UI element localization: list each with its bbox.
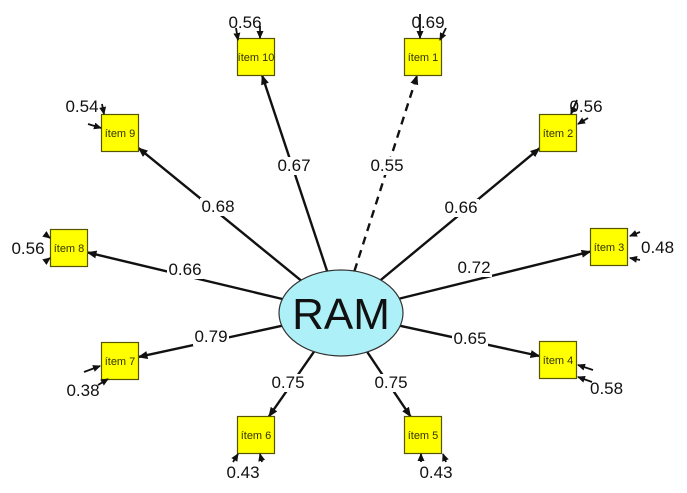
latent-node: RAM	[278, 269, 404, 357]
item-node: ítem 10 0.56	[228, 13, 276, 77]
loading-label-group: 0.75	[270, 373, 306, 392]
loading-label-bg	[193, 328, 229, 346]
loading-value: 0.68	[201, 197, 234, 216]
item-box	[236, 37, 276, 77]
item-node: ítem 7 0.38	[66, 341, 140, 400]
loading-value: 0.72	[457, 258, 490, 277]
item-box	[589, 227, 629, 267]
item-box	[538, 340, 578, 380]
loading-label-bg	[276, 157, 312, 175]
item-box	[236, 415, 276, 455]
loading-value: 0.66	[168, 260, 201, 279]
error-variance: 0.43	[419, 463, 452, 482]
item-node: ítem 9 0.54	[65, 97, 140, 153]
item-node: ítem 5 0.43	[403, 415, 453, 482]
error-arrow	[97, 378, 109, 386]
error-arrow	[577, 376, 593, 383]
error-variance: 0.56	[569, 97, 602, 116]
error-arrow	[87, 122, 102, 130]
loading-value: 0.75	[271, 373, 304, 392]
loading-label-bg	[167, 261, 203, 279]
item-label: ítem 3	[594, 242, 625, 254]
error-arrow	[577, 363, 594, 371]
error-arrow	[42, 231, 51, 239]
loading-label-bg	[369, 157, 405, 175]
loading-label-bg	[456, 259, 492, 277]
error-arrow	[629, 230, 641, 237]
item-label: ítem 6	[241, 430, 272, 442]
error-arrow	[439, 27, 447, 41]
item-box	[538, 113, 578, 153]
loading-label-group: 0.75	[373, 373, 409, 392]
loading-label-group: 0.66	[167, 260, 203, 279]
item-label: ítem 5	[408, 430, 439, 442]
loading-value: 0.75	[374, 373, 407, 392]
error-arrow	[570, 99, 578, 115]
item-node: ítem 1 0.69	[403, 13, 447, 77]
loading-label-group: 0.72	[456, 258, 492, 277]
items-layer: ítem 1 0.69 ítem 2 0.56 ítem 3 0.48 ítem 4 0.58…	[11, 13, 674, 482]
item-box	[100, 341, 140, 381]
item-node: ítem 2 0.56	[538, 97, 603, 153]
error-variance: 0.58	[590, 379, 623, 398]
item-label: ítem 10	[238, 52, 275, 64]
item-node: ítem 8 0.56	[11, 228, 89, 268]
item-box	[49, 228, 89, 268]
loading-value: 0.66	[444, 198, 477, 217]
item-label: ítem 1	[408, 52, 439, 64]
error-arrow	[83, 365, 101, 373]
paths-layer: 0.55 0.66 0.72 0.65 0.75 0.75 0.79 0.66 0.68 0.67	[86, 74, 592, 418]
item-label: ítem 4	[543, 355, 574, 367]
loading-label-group: 0.66	[443, 198, 479, 217]
error-arrow	[258, 453, 266, 463]
error-arrow	[233, 27, 241, 41]
item-box	[100, 113, 140, 153]
loading-label-bg	[200, 198, 236, 216]
loading-label-bg	[452, 330, 488, 348]
error-arrow	[629, 255, 641, 263]
latent-label: RAM	[292, 290, 390, 339]
loading-label-bg	[373, 374, 409, 392]
item-label: ítem 2	[543, 128, 574, 140]
loading-value: 0.79	[194, 327, 227, 346]
error-arrow	[231, 453, 239, 463]
error-arrow	[42, 257, 51, 265]
loading-label-group: 0.79	[193, 327, 229, 346]
loading-label-group: 0.68	[200, 197, 236, 216]
item-label: ítem 7	[105, 356, 136, 368]
item-box	[403, 415, 443, 455]
loading-label-bg	[443, 199, 479, 217]
error-variance: 0.43	[226, 463, 259, 482]
error-arrow	[577, 117, 589, 125]
loading-path	[399, 249, 592, 300]
error-variance: 0.54	[65, 97, 98, 116]
error-variance: 0.56	[228, 13, 261, 32]
error-variance: 0.56	[11, 239, 44, 258]
loading-label-group: 0.67	[276, 156, 312, 175]
item-node: ítem 6 0.43	[226, 415, 276, 482]
loading-value: 0.55	[370, 156, 403, 175]
error-arrow	[99, 103, 107, 115]
error-variance: 0.38	[66, 381, 99, 400]
item-node: ítem 3 0.48	[589, 227, 674, 267]
loading-value: 0.67	[277, 156, 310, 175]
loading-label-group: 0.65	[452, 329, 488, 348]
item-label: ítem 8	[54, 243, 85, 255]
error-variance: 0.48	[641, 238, 674, 257]
error-arrow	[442, 453, 449, 463]
item-node: ítem 4 0.58	[538, 340, 623, 398]
loading-label-bg	[270, 374, 306, 392]
error-variance: 0.69	[411, 13, 444, 32]
item-label: ítem 9	[105, 128, 136, 140]
loading-label-group: 0.55	[369, 156, 405, 175]
latent-ellipse	[278, 269, 404, 357]
loading-value: 0.65	[453, 329, 486, 348]
